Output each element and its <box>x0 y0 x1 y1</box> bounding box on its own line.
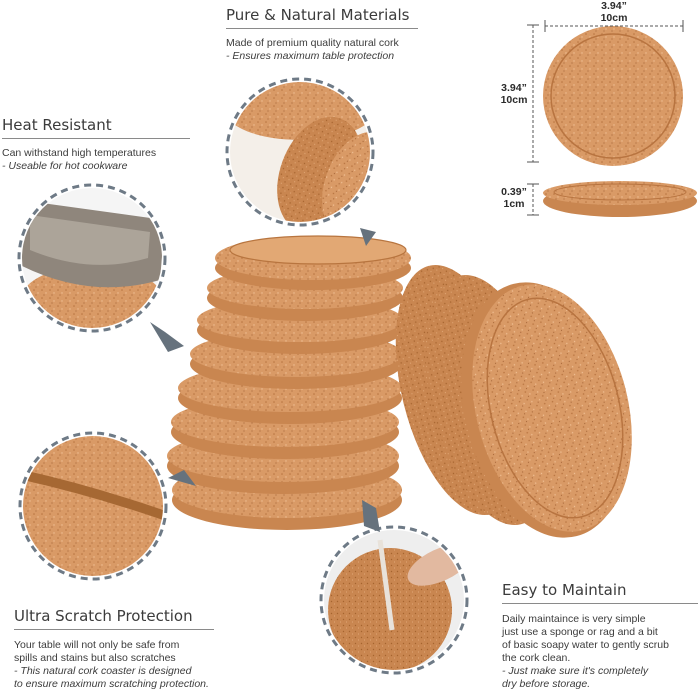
scratch-heading: Ultra Scratch Protection <box>14 607 193 625</box>
detail-circle-maintain <box>319 525 469 675</box>
heat-section: Heat Resistant Can withstand high temper… <box>2 116 190 173</box>
heat-heading: Heat Resistant <box>2 116 112 134</box>
maintain-note-1: - Just make sure it's completely <box>502 665 649 677</box>
thickness-cm: 1cm <box>503 198 525 210</box>
scratch-body: Your table will not only be safe from sp… <box>14 639 214 691</box>
materials-rule <box>226 28 418 29</box>
maintain-rule <box>502 603 698 604</box>
maintain-line-3: of basic soapy water to gently scrub <box>502 639 669 651</box>
width-cm: 10cm <box>600 12 628 24</box>
maintain-body: Daily maintaince is very simple just use… <box>502 613 698 691</box>
thickness-dimension-label: 0.39” 1cm <box>496 186 532 210</box>
detail-circle-materials <box>225 77 375 227</box>
detail-circle-heat <box>17 183 167 333</box>
coaster-side-view <box>543 181 697 217</box>
heat-note-1: - Useable for hot cookware <box>2 160 128 172</box>
heat-rule <box>2 138 190 139</box>
height-inches: 3.94” <box>501 82 527 94</box>
heat-body: Can withstand high temperatures - Useabl… <box>2 147 190 173</box>
scratch-line-1: Your table will not only be safe from <box>14 639 180 651</box>
detail-circle-scratch <box>18 431 168 581</box>
materials-note-1: - Ensures maximum table protection <box>226 50 395 62</box>
dimension-lines <box>527 20 684 216</box>
materials-line-1: Made of premium quality natural cork <box>226 37 399 49</box>
materials-section: Pure & Natural Materials Made of premium… <box>226 6 418 63</box>
maintain-heading: Easy to Maintain <box>502 581 627 599</box>
maintain-note-2: dry before storage. <box>502 678 591 690</box>
coaster-stack <box>167 235 411 530</box>
scratch-rule <box>14 629 214 630</box>
scratch-line-2: spills and stains but also scratches <box>14 652 176 664</box>
width-inches: 3.94” <box>601 0 627 12</box>
maintain-section: Easy to Maintain Daily maintaince is ver… <box>502 581 698 691</box>
height-cm: 10cm <box>500 94 528 106</box>
scratch-note-2: to ensure maximum scratching protection. <box>14 678 209 690</box>
coaster-top-view <box>543 26 683 166</box>
maintain-line-1: Daily maintaince is very simple <box>502 613 646 625</box>
maintain-line-2: just use a sponge or rag and a bit <box>502 626 658 638</box>
scratch-section: Ultra Scratch Protection Your table will… <box>14 607 214 691</box>
pointer-arrows <box>150 228 380 532</box>
height-dimension-label: 3.94” 10cm <box>496 82 532 106</box>
maintain-line-4: the cork clean. <box>502 652 571 664</box>
scratch-note-1: - This natural cork coaster is designed <box>14 665 192 677</box>
width-dimension-label: 3.94” 10cm <box>588 0 640 24</box>
thickness-inches: 0.39” <box>501 186 527 198</box>
heat-line-1: Can withstand high temperatures <box>2 147 157 159</box>
leaning-coasters <box>395 265 632 538</box>
materials-body: Made of premium quality natural cork - E… <box>226 37 418 63</box>
materials-heading: Pure & Natural Materials <box>226 6 410 24</box>
